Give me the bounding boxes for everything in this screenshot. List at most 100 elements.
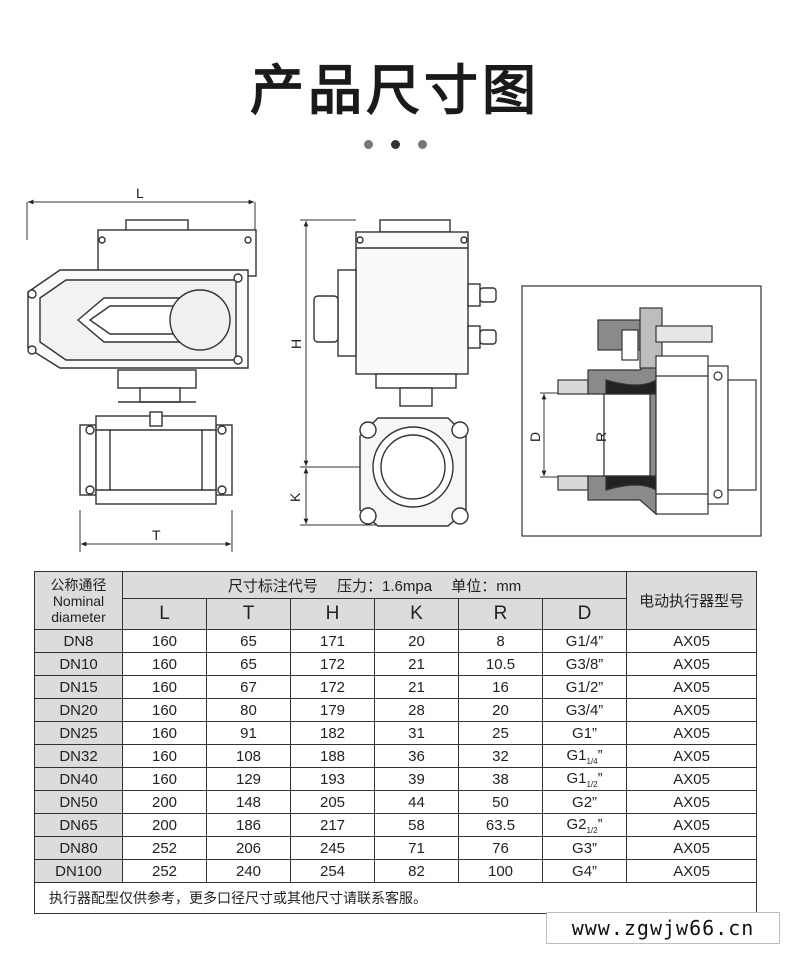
- cell-d: G3/4”: [541, 698, 628, 722]
- thread-mark: ”: [597, 769, 603, 787]
- cell-model: AX05: [626, 675, 758, 699]
- dim-label-d: D: [527, 432, 543, 442]
- cell-t: 65: [206, 629, 291, 653]
- cell-d: G1/4”: [541, 629, 628, 653]
- dim-label-h: H: [288, 339, 304, 349]
- thread-mark: ”: [597, 815, 603, 833]
- cell-l: 200: [122, 790, 207, 814]
- header-spec: 尺寸标注代号 压力：1.6mpa 单位：mm: [121, 571, 628, 599]
- thread-fraction: 1/2: [586, 779, 598, 789]
- thread-fraction: 1/4: [586, 756, 598, 766]
- cell-r: 8: [458, 629, 543, 653]
- cell-d: G3”: [541, 836, 628, 860]
- header-nominal-diameter: 公称通径 Nominal diameter: [34, 571, 123, 630]
- cell-model: AX05: [626, 813, 758, 837]
- cell-h: 193: [290, 767, 375, 791]
- site-watermark: www.zgwjw66.cn: [546, 912, 780, 944]
- cell-h: 254: [290, 859, 375, 883]
- cell-h: 179: [290, 698, 375, 722]
- cell-r: 10.5: [458, 652, 543, 676]
- header-col-d: D: [541, 598, 628, 630]
- cell-r: 76: [458, 836, 543, 860]
- header-col-h: H: [290, 598, 375, 630]
- thread-main: G1: [566, 746, 587, 764]
- cell-k: 21: [374, 652, 459, 676]
- cell-h: 182: [290, 721, 375, 745]
- cell-k: 31: [374, 721, 459, 745]
- cell-h: 245: [290, 836, 375, 860]
- cell-model: AX05: [626, 790, 758, 814]
- thread-main: G1: [566, 769, 587, 787]
- cell-k: 39: [374, 767, 459, 791]
- header-nominal-en1: Nominal: [52, 592, 105, 609]
- cell-d: G4”: [541, 859, 628, 883]
- cell-t: 148: [206, 790, 291, 814]
- cell-r: 100: [458, 859, 543, 883]
- cell-d: G21/2”: [541, 813, 628, 837]
- header-actuator-model: 电动执行器型号: [626, 571, 758, 630]
- cell-d: G1”: [541, 721, 628, 745]
- cell-dn: DN15: [34, 675, 123, 699]
- cell-d: G3/8”: [541, 652, 628, 676]
- header-col-k: K: [374, 598, 459, 630]
- cell-t: 65: [206, 652, 291, 676]
- cell-dn: DN40: [34, 767, 123, 791]
- cell-h: 172: [290, 675, 375, 699]
- cell-dn: DN100: [34, 859, 123, 883]
- dim-label-k: K: [287, 492, 303, 502]
- cell-dn: DN80: [34, 836, 123, 860]
- cell-k: 82: [374, 859, 459, 883]
- cell-model: AX05: [626, 629, 758, 653]
- cell-r: 20: [458, 698, 543, 722]
- thread-fraction: 1/2: [586, 825, 598, 835]
- cell-dn: DN10: [34, 652, 123, 676]
- cell-l: 160: [122, 744, 207, 768]
- cell-d: G11/2”: [541, 767, 628, 791]
- cell-dn: DN20: [34, 698, 123, 722]
- header-nominal-cn: 公称通径: [50, 576, 107, 593]
- dim-label-r: R: [593, 432, 609, 442]
- cell-l: 252: [122, 836, 207, 860]
- side-view-drawing: [300, 219, 497, 527]
- cell-model: AX05: [626, 836, 758, 860]
- dimension-table: 公称通径 Nominal diameter 尺寸标注代号 压力：1.6mpa 单…: [33, 571, 758, 914]
- cell-model: AX05: [626, 721, 758, 745]
- cell-l: 160: [122, 698, 207, 722]
- cell-model: AX05: [626, 652, 758, 676]
- cell-t: 67: [206, 675, 291, 699]
- cell-l: 252: [122, 859, 207, 883]
- cell-t: 91: [206, 721, 291, 745]
- cell-t: 129: [206, 767, 291, 791]
- cell-r: 16: [458, 675, 543, 699]
- cell-t: 240: [206, 859, 291, 883]
- cell-l: 200: [122, 813, 207, 837]
- cell-model: AX05: [626, 744, 758, 768]
- dimension-drawings: L T H K: [26, 185, 762, 552]
- cell-k: 71: [374, 836, 459, 860]
- dim-label-t: T: [152, 527, 161, 543]
- cell-d: G2”: [541, 790, 628, 814]
- front-view-drawing: [26, 199, 257, 552]
- cell-k: 28: [374, 698, 459, 722]
- cell-h: 171: [290, 629, 375, 653]
- cell-d: G11/4”: [541, 744, 628, 768]
- cell-k: 21: [374, 675, 459, 699]
- cell-h: 217: [290, 813, 375, 837]
- cell-r: 63.5: [458, 813, 543, 837]
- page-title: 产品尺寸图: [250, 59, 540, 122]
- cell-d: G1/2”: [541, 675, 628, 699]
- section-view-drawing: [521, 285, 762, 537]
- cell-k: 58: [374, 813, 459, 837]
- cell-dn: DN8: [34, 629, 123, 653]
- thread-main: G2: [566, 815, 587, 833]
- thread-mark: ”: [597, 746, 603, 764]
- header-col-r: R: [458, 598, 543, 630]
- cell-model: AX05: [626, 698, 758, 722]
